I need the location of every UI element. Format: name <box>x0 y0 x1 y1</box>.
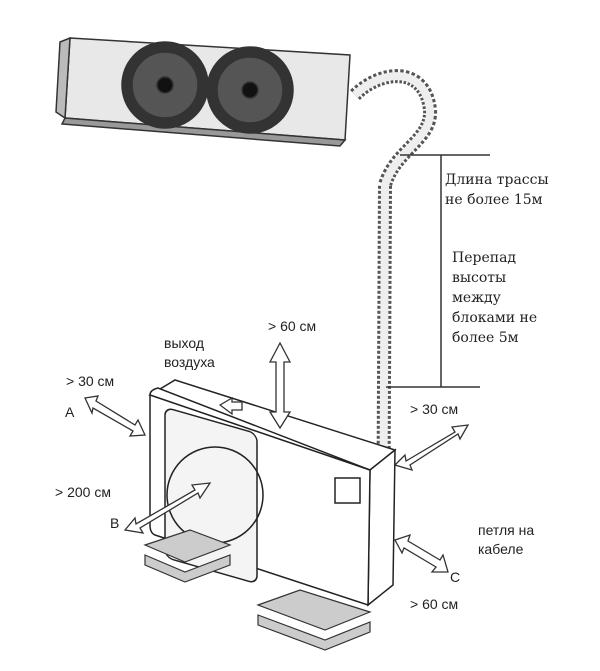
bottom-clearance-label: > 60 см <box>410 596 459 612</box>
arrow-top <box>268 341 292 430</box>
mounting-blocks <box>143 529 372 651</box>
arrow-outlet <box>218 396 243 416</box>
arrow-left <box>84 395 146 437</box>
fan-left <box>121 41 209 129</box>
clearance-arrows <box>84 341 470 573</box>
left-clearance-label: > 30 см <box>66 373 115 389</box>
point-c-label: C <box>450 569 461 585</box>
height-dimension <box>386 154 490 388</box>
arrow-bottom <box>394 533 449 573</box>
point-a-label: A <box>65 404 75 420</box>
front-clearance-label: > 200 см <box>55 484 111 500</box>
arrow-front <box>123 482 212 534</box>
right-clearance-label: > 30 см <box>410 401 459 417</box>
point-b-label: B <box>110 515 120 531</box>
fan-right <box>206 46 294 134</box>
top-clearance-label: > 60 см <box>268 318 317 334</box>
indoor-unit <box>55 36 351 147</box>
arrow-right <box>393 424 470 472</box>
